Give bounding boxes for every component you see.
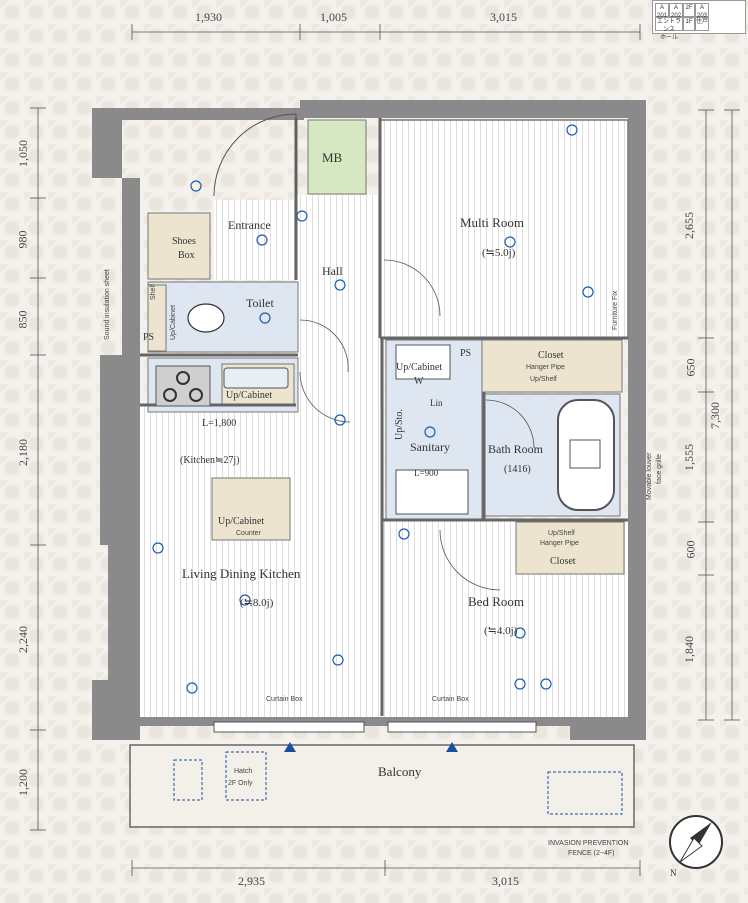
shoes-box-label-1: Shoes: [172, 236, 196, 247]
hatch-box: [225, 751, 267, 801]
room-bed: Bed Room: [468, 594, 524, 609]
up-cabinet-toilet: Up/Cabinet: [170, 304, 177, 340]
dim-right-4: 600: [683, 540, 698, 559]
room-living: Living Dining Kitchen: [182, 566, 301, 581]
legend-cell: 住戸: [695, 17, 709, 31]
curtain-box-2: Curtain Box: [432, 696, 469, 703]
electrical-outlets: [152, 124, 594, 694]
bathtub-drain: [569, 439, 601, 469]
dimension-right: [698, 109, 740, 721]
closet-1-sub2: Up/Shelf: [530, 376, 557, 383]
movable-louver-label: Movable louver: [646, 452, 653, 500]
washbasin: [395, 344, 451, 380]
shoes-box-label-2: Box: [178, 250, 195, 261]
ac-unit: [547, 771, 623, 815]
room-hall: Hall: [322, 264, 343, 278]
dim-right-1: 2,655: [682, 212, 696, 239]
room-multi-size: (≒5.0j): [482, 247, 516, 259]
door-arcs: [299, 259, 535, 591]
room-entrance: Entrance: [228, 218, 271, 232]
legend-cell: 1F: [683, 17, 695, 31]
sink: [223, 367, 289, 389]
up-cabinet-counter: Up/Cabinet: [218, 516, 265, 527]
dim-bottom-1: 2,935: [238, 874, 265, 888]
bathtub: [557, 399, 615, 511]
dim-right-3: 1,555: [682, 444, 696, 471]
dim-top-2: 1,005: [320, 10, 347, 24]
closet-2-label: Closet: [550, 556, 576, 567]
sash-windows: [213, 721, 537, 733]
dim-left-3: 850: [15, 310, 30, 329]
furniture-fix-label: Furniture Fix: [612, 290, 619, 330]
invasion-label-1: INVASION PREVENTION: [548, 840, 629, 847]
ac-unit-left: [173, 759, 203, 801]
sound-insulation-label: Sound insulation sheet: [104, 269, 111, 340]
ps-label-right: PS: [460, 348, 472, 359]
dimension-top: [131, 24, 641, 40]
dim-top-1: 1,930: [195, 10, 222, 24]
mb-room: [307, 119, 367, 195]
up-cabinet-sanitary: Up/Cabinet: [396, 362, 443, 373]
toilet-fixture: [187, 303, 225, 333]
stove: [155, 365, 211, 407]
ps-label-left: PS: [143, 332, 155, 343]
closet-1-label: Closet: [538, 350, 564, 361]
invasion-label-2: FENCE (2~4F): [568, 850, 615, 857]
w-label: W: [414, 376, 424, 387]
washer: [395, 469, 469, 515]
room-living-size: (≒8.0j): [240, 597, 274, 609]
room-balcony: Balcony: [378, 764, 422, 779]
dim-bottom-2: 3,015: [492, 874, 519, 888]
room-bath: Bath Room: [488, 442, 544, 456]
window-marker: [446, 742, 458, 752]
up-cabinet-kitchen: Up/Cabinet: [226, 390, 273, 401]
balcony-area: [129, 744, 635, 828]
up-sto-label: Up/Sto.: [394, 409, 405, 440]
closet-2-sub: Up/Shelf: [548, 530, 575, 537]
dim-right-total: 7,300: [708, 402, 722, 429]
closet-1-sub: Hanger Pipe: [526, 364, 565, 371]
face-grille-label: face grille: [656, 454, 663, 484]
room-bed-size: (≒4.0j): [484, 625, 518, 637]
closet-2-sub2: Hanger Pipe: [540, 540, 579, 547]
mb-label: MB: [322, 150, 343, 165]
hatch-label-2: 2F Only: [228, 780, 253, 787]
dim-left-6: 1,200: [16, 769, 30, 796]
hatch-label-1: Hatch: [234, 768, 253, 775]
dimension-bottom: [131, 860, 641, 876]
legend-cell: 2F: [683, 3, 695, 17]
room-bath-size: (1416): [504, 464, 531, 475]
room-toilet: Toilet: [246, 296, 274, 310]
compass-n-label: N: [670, 868, 677, 878]
window-marker: [284, 742, 296, 752]
lin-label: Lin: [430, 398, 443, 408]
compass-icon: [669, 815, 723, 869]
legend-cell: エントランスホール: [655, 17, 683, 41]
floors: [140, 119, 629, 717]
dim-left-4: 2,180: [16, 439, 30, 466]
l-900-label: L=900: [414, 468, 439, 478]
dim-left-5: 2,240: [16, 626, 30, 653]
dim-left-2: 980: [15, 230, 30, 249]
l-1800-label: L=1,800: [202, 418, 237, 429]
dimension-left: [30, 107, 46, 831]
dim-left-1: 1,050: [16, 140, 30, 167]
entrance-door: [213, 113, 297, 197]
room-sanitary: Sanitary: [410, 440, 450, 454]
room-multi: Multi Room: [460, 215, 524, 230]
counter-label: Counter: [236, 530, 261, 537]
dim-right-5: 1,840: [682, 636, 696, 663]
dim-right-2: 650: [683, 358, 698, 377]
curtain-box-1: Curtain Box: [266, 696, 303, 703]
exterior-walls: [92, 100, 646, 740]
dim-top-3: 3,015: [490, 10, 517, 24]
kitchen-size: (Kitchen≒27j): [180, 455, 240, 466]
shelf-label: Shelf: [150, 284, 157, 300]
